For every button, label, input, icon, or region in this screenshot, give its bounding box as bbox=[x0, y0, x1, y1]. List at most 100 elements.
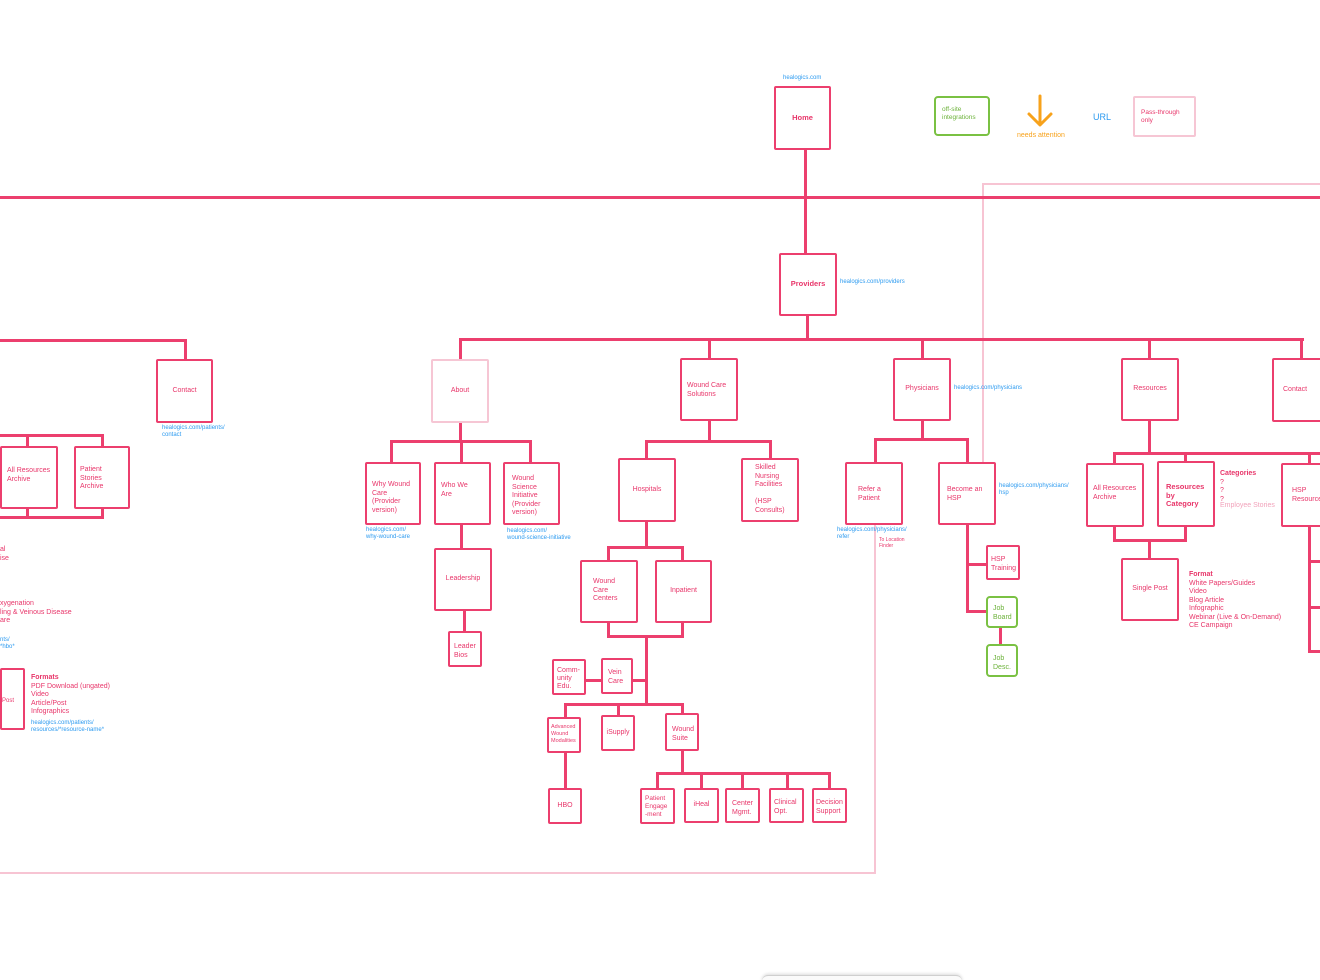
decision-support-node[interactable]: Decision Support bbox=[812, 788, 847, 823]
line-resources-children bbox=[1113, 452, 1320, 455]
job-board-node[interactable]: Job Board bbox=[986, 596, 1018, 628]
center-mgmt-node[interactable]: Center Mgmt. bbox=[725, 788, 760, 823]
line-hsp-res-trunk bbox=[1308, 525, 1311, 653]
line-ps-down bbox=[101, 507, 104, 519]
line-to-ds bbox=[828, 772, 831, 790]
line-to-refer bbox=[874, 438, 877, 464]
line-to-single-post bbox=[1148, 539, 1151, 560]
line-left-branch bbox=[0, 339, 187, 342]
wound-science-initiative-node[interactable]: Wound Science Initiative (Provider versi… bbox=[503, 462, 560, 525]
line-to-cm bbox=[741, 772, 744, 790]
wound-care-solutions-node[interactable]: Wound Care Solutions bbox=[680, 358, 738, 421]
line-wcs-down bbox=[708, 420, 711, 442]
providers-node[interactable]: Providers bbox=[779, 253, 837, 316]
wound-suite-node[interactable]: Wound Suite bbox=[665, 713, 699, 751]
line-providers-children bbox=[459, 338, 1304, 341]
inpatient-node[interactable]: Inpatient bbox=[655, 560, 712, 623]
line-to-resources bbox=[1148, 338, 1151, 360]
line-to-hospitals bbox=[645, 440, 648, 460]
wound-care-centers-node[interactable]: Wound Care Centers bbox=[580, 560, 638, 623]
line-to-all-resources-left bbox=[26, 434, 29, 448]
line-to-job-board bbox=[966, 610, 988, 613]
leadership-node[interactable]: Leadership bbox=[434, 548, 492, 611]
skilled-nursing-node[interactable]: Skilled Nursing Facilities (HSP Consults… bbox=[741, 458, 799, 522]
format-right-items: White Papers/Guides Video Blog Article I… bbox=[1189, 579, 1282, 630]
become-hsp-url: healogics.com/physicians/ hsp bbox=[999, 483, 1069, 496]
leader-bios-node[interactable]: Leader Bios bbox=[448, 631, 482, 667]
community-edu-node[interactable]: Comm- unity Edu. bbox=[552, 659, 586, 695]
line-to-iheal bbox=[700, 772, 703, 790]
line-hsp-res-tick-3 bbox=[1308, 650, 1320, 653]
line-hsp-res-tick-2 bbox=[1308, 606, 1320, 609]
line-to-community bbox=[584, 679, 604, 682]
contact-left-url: healogics.com/patients/ contact bbox=[162, 425, 225, 438]
refer-patient-node[interactable]: Refer a Patient bbox=[845, 462, 903, 525]
legend-offsite-integrations: off-site integrations bbox=[934, 96, 990, 136]
line-hospitals-children bbox=[607, 546, 684, 549]
line-inpatient-down bbox=[681, 621, 684, 637]
about-node[interactable]: About bbox=[431, 359, 489, 423]
contact-left-node[interactable]: Contact bbox=[156, 359, 213, 423]
line-hsp-res-tick-1 bbox=[1308, 560, 1320, 563]
advanced-wound-modalities-node[interactable]: Advanced Wound Modalities bbox=[547, 717, 581, 753]
hsp-training-node[interactable]: HSP Training bbox=[986, 545, 1020, 580]
line-to-snf bbox=[769, 440, 772, 460]
patient-engagement-node[interactable]: Patient Engage -ment bbox=[640, 788, 675, 824]
vein-care-node[interactable]: Vein Care bbox=[601, 658, 633, 694]
why-wound-care-node[interactable]: Why Wound Care (Provider version) bbox=[365, 462, 421, 525]
job-desc-node[interactable]: Job Desc. bbox=[986, 644, 1018, 677]
categories-items: ? ? ? bbox=[1220, 478, 1224, 503]
line-leadership-bios bbox=[463, 610, 466, 632]
contact-right-node[interactable]: Contact bbox=[1272, 358, 1320, 422]
line-to-awm bbox=[564, 703, 567, 719]
line-left-archives-bottom bbox=[0, 516, 104, 519]
line-jobboard-jobdesc bbox=[999, 626, 1002, 646]
home-node[interactable]: Home bbox=[774, 86, 831, 150]
post-left-node[interactable]: Post bbox=[0, 668, 25, 730]
line-who-leadership bbox=[460, 524, 463, 550]
line-to-co bbox=[786, 772, 789, 790]
line-wcc-down bbox=[607, 621, 610, 637]
line-to-wound-suite bbox=[681, 703, 684, 715]
resources-by-category-node[interactable]: Resources by Category bbox=[1157, 461, 1215, 527]
hbo-node[interactable]: HBO bbox=[548, 788, 582, 824]
line-to-isupply bbox=[617, 703, 620, 717]
formats-left-title: Formats bbox=[31, 674, 59, 681]
line-to-all-res-right bbox=[1113, 452, 1116, 465]
single-post-node[interactable]: Single Post bbox=[1121, 558, 1179, 621]
categories-title: Categories bbox=[1220, 470, 1257, 477]
isupply-node[interactable]: iSupply bbox=[601, 715, 635, 751]
categories-note: Categories? ? ? bbox=[1220, 470, 1256, 504]
patient-stories-node[interactable]: Patient Stories Archive bbox=[74, 446, 130, 509]
all-resources-left-node[interactable]: All Resources Archive bbox=[0, 446, 58, 509]
left-partial-text-1: al ise bbox=[0, 546, 9, 562]
become-hsp-node[interactable]: Become an HSP bbox=[938, 462, 996, 525]
wound-science-url: healogics.com/ wound-science-initiative bbox=[507, 528, 571, 541]
clinical-opt-node[interactable]: Clinical Opt. bbox=[769, 788, 804, 823]
line-center-trunk bbox=[645, 635, 648, 705]
home-url: healogics.com bbox=[783, 75, 822, 81]
resources-node[interactable]: Resources bbox=[1121, 358, 1179, 421]
line-providers-down bbox=[806, 315, 809, 340]
physicians-url: healogics.com/physicians bbox=[954, 385, 1023, 391]
pass-region-top-line bbox=[982, 183, 1320, 185]
legend-url: URL bbox=[1093, 112, 1112, 122]
hsp-resources-node[interactable]: HSP Resource bbox=[1281, 463, 1320, 527]
physicians-node[interactable]: Physicians bbox=[893, 358, 951, 421]
line-awm-hbo bbox=[564, 746, 567, 790]
needs-attention-arrow-icon bbox=[1027, 94, 1053, 127]
line-to-who bbox=[460, 440, 463, 464]
who-we-are-node[interactable]: Who We Are bbox=[434, 462, 491, 525]
iheal-node[interactable]: iHeal bbox=[684, 788, 719, 823]
line-to-inpatient bbox=[681, 546, 684, 562]
line-top-horizontal bbox=[0, 196, 1320, 199]
employee-stories: Employee Stories bbox=[1220, 502, 1275, 509]
all-resources-right-node[interactable]: All Resources Archive bbox=[1086, 463, 1144, 527]
line-ws-down bbox=[681, 750, 684, 774]
formats-left-items: PDF Download (ungated) Video Article/Pos… bbox=[31, 682, 110, 716]
hospitals-node[interactable]: Hospitals bbox=[618, 458, 676, 522]
bottom-panel-tab[interactable] bbox=[762, 975, 962, 980]
